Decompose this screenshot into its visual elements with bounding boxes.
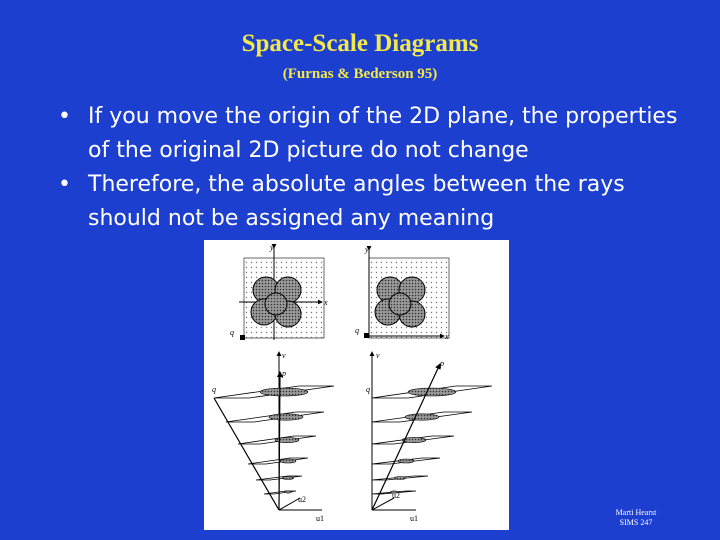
credit-author: Marti Hearst (615, 508, 657, 517)
top-right-x-label: x (444, 332, 449, 341)
bottom-right-u2-label: u2 (392, 491, 400, 500)
bottom-left-u2-axis (278, 497, 301, 511)
bottom-right-p-label: p (439, 359, 444, 368)
bottom-left-blobs (259, 387, 309, 494)
bullet-item: • Therefore, the absolute angles between… (58, 168, 698, 236)
space-scale-figure: y x q y x q (204, 240, 509, 530)
top-left-x-label: x (323, 298, 328, 307)
top-left-point-marker (240, 335, 245, 340)
top-right-point-marker (364, 333, 369, 338)
top-left-panel: y x q (230, 243, 328, 340)
space-scale-diagram: y x q y x q (212, 243, 493, 523)
slide-subtitle: (Furnas & Bederson 95) (282, 66, 438, 82)
bottom-right-panel: v p q u1 u2 (366, 351, 493, 523)
bottom-left-ray-q (213, 397, 280, 511)
bullet-text: If you move the origin of the 2D plane, … (88, 104, 678, 163)
bullet-item: • If you move the origin of the 2D plane… (58, 100, 698, 168)
top-right-panel: y x q (355, 245, 450, 341)
slide-credit: Marti Hearst SIMS 247 (598, 508, 674, 528)
bottom-left-u2-label: u2 (298, 495, 306, 504)
bottom-right-u2-axis (371, 497, 395, 511)
bottom-left-p-label: p (281, 369, 286, 378)
bullet-icon: • (58, 104, 71, 129)
credit-course: SIMS 247 (619, 518, 653, 527)
bottom-left-q-label: q (212, 385, 216, 394)
bottom-left-u1-label: u1 (316, 514, 324, 523)
bullet-icon: • (58, 172, 71, 197)
bottom-right-ray-p (371, 363, 441, 511)
bottom-left-planes (213, 385, 335, 495)
top-right-clover-shape (374, 276, 426, 328)
top-left-y-label: y (269, 243, 274, 252)
bullet-list: • If you move the origin of the 2D plane… (58, 100, 698, 236)
top-right-q-label: q (355, 326, 359, 335)
slide-title: Space-Scale Diagrams (241, 30, 479, 57)
bottom-right-v-label: v (376, 351, 380, 360)
bottom-left-panel: v p q u1 u2 (212, 351, 335, 523)
bottom-right-u1-label: u1 (410, 514, 418, 523)
bottom-left-ray-p (276, 371, 283, 511)
top-right-y-label: y (364, 245, 369, 254)
top-left-clover-shape (250, 276, 302, 328)
top-left-q-label: q (230, 328, 234, 337)
bottom-right-planes (371, 385, 493, 495)
bottom-left-v-label: v (282, 351, 286, 360)
bottom-right-q-label: q (366, 385, 370, 394)
bullet-text: Therefore, the absolute angles between t… (88, 172, 625, 231)
bottom-right-blobs (390, 387, 457, 494)
